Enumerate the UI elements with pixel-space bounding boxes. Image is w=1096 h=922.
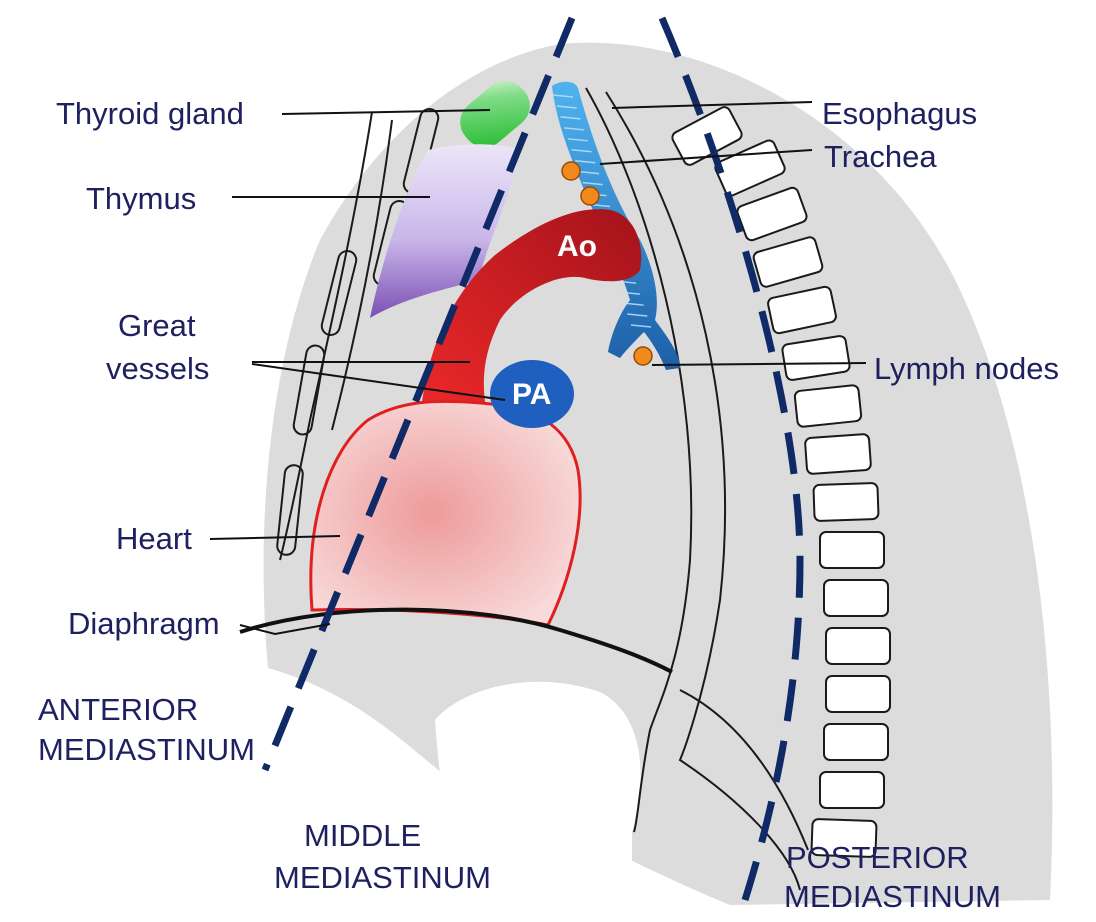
lymph-node [581, 187, 599, 205]
posterior-region-label-line1: POSTERIOR [786, 840, 969, 875]
trachea-label: Trachea [824, 139, 937, 174]
great-vessels-label-line1: Great [118, 308, 196, 343]
posterior-region-label-line2: MEDIASTINUM [784, 879, 1001, 914]
heart [311, 401, 580, 625]
middle-region-label-line1: MIDDLE [304, 818, 421, 853]
aorta-label: Ao [557, 230, 597, 263]
great-vessels-label-line2: vessels [106, 351, 209, 386]
thyroid-label: Thyroid gland [56, 96, 244, 131]
pulmonary-artery-label: PA [512, 378, 551, 411]
vertebra [805, 434, 871, 474]
heart-label: Heart [116, 521, 192, 556]
diaphragm-label: Diaphragm [68, 606, 220, 641]
esophagus-label: Esophagus [822, 96, 977, 131]
vertebra [820, 772, 884, 808]
vertebra [813, 483, 878, 521]
anterior-region-label-line2: MEDIASTINUM [38, 732, 255, 767]
thymus-label: Thymus [86, 181, 196, 216]
vertebra [824, 580, 888, 616]
vertebra [794, 385, 861, 427]
anterior-region-label-line1: ANTERIOR [38, 692, 198, 727]
vertebra [820, 532, 884, 568]
vertebra [824, 724, 888, 760]
lymph-node [562, 162, 580, 180]
lymph-node [634, 347, 652, 365]
middle-region-label-line2: MEDIASTINUM [274, 860, 491, 895]
lymph-nodes-label: Lymph nodes [874, 351, 1059, 386]
vertebra [826, 628, 890, 664]
vertebra [826, 676, 890, 712]
